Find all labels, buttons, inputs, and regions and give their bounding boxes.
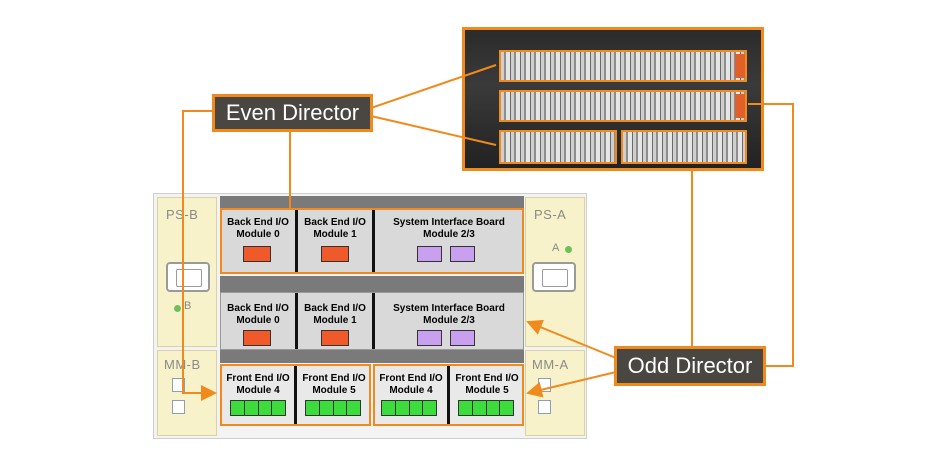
backend-port-1 xyxy=(321,330,349,346)
module-title: Back End I/O xyxy=(227,303,289,314)
backend-module-0-label: Back End I/O Module 0 xyxy=(222,217,294,241)
frontend-ports xyxy=(230,400,286,416)
backend-module-0-label: Back End I/O Module 0 xyxy=(222,303,294,327)
module-divider xyxy=(295,293,298,349)
sib-module-label: System Interface Board Module 2/3 xyxy=(376,303,522,327)
even-to-frontend-line xyxy=(182,110,217,401)
power-outlet-b xyxy=(166,262,210,292)
backend-module-1-label: Back End I/O Module 1 xyxy=(298,303,372,327)
backend-module-1-label: Back End I/O Module 1 xyxy=(298,217,372,241)
module-divider xyxy=(294,366,297,424)
photo-odd-slot xyxy=(499,90,747,122)
even-to-photo-line xyxy=(370,64,497,109)
sib-port-3 xyxy=(450,330,475,346)
photo-lower-left-slot xyxy=(499,130,617,164)
module-divider xyxy=(372,293,375,349)
module-number: Module 1 xyxy=(313,229,357,240)
module-number: Module 5 xyxy=(465,385,509,396)
module-title: System Interface Board xyxy=(393,217,505,228)
frontend-ports xyxy=(458,400,514,416)
hardware-photo xyxy=(462,27,764,171)
module-title: Front End I/O xyxy=(302,373,366,384)
module-number: Module 2/3 xyxy=(423,315,475,326)
sib-port-3 xyxy=(450,246,475,262)
module-divider xyxy=(447,366,450,424)
sib-module-label: System Interface Board Module 2/3 xyxy=(376,217,522,241)
module-title: Front End I/O xyxy=(226,373,290,384)
module-number: Module 0 xyxy=(236,315,280,326)
photo-lower-right-slot xyxy=(621,130,747,164)
photo-even-slot xyxy=(499,50,747,82)
chassis-separator xyxy=(220,276,524,292)
ps-b-label: PS-B xyxy=(166,207,199,222)
mm-b-port xyxy=(172,400,185,414)
ps-a-label: PS-A xyxy=(534,207,567,222)
chassis-separator xyxy=(220,196,524,208)
frontend-module-4-label: Front End I/O Module 4 xyxy=(221,373,295,397)
frontend-module-5-label: Front End I/O Module 5 xyxy=(450,373,524,397)
module-title: System Interface Board xyxy=(393,303,505,314)
mm-a-port xyxy=(538,400,551,414)
frontend-ports xyxy=(381,400,437,416)
module-number: Module 4 xyxy=(236,385,280,396)
backend-port-1 xyxy=(321,246,349,262)
status-led-a xyxy=(565,246,572,253)
frontend-ports xyxy=(305,400,361,416)
module-divider xyxy=(372,210,375,272)
module-title: Front End I/O xyxy=(379,373,443,384)
odd-to-photo-line xyxy=(748,103,794,367)
mm-b-port xyxy=(172,378,185,392)
module-number: Module 1 xyxy=(313,315,357,326)
module-number: Module 2/3 xyxy=(423,229,475,240)
frontend-module-5-label: Front End I/O Module 5 xyxy=(297,373,371,397)
photo-release-tab xyxy=(735,94,745,118)
chassis-separator xyxy=(220,350,524,363)
status-led-b xyxy=(174,305,181,312)
odd-to-frontend-line xyxy=(526,371,617,398)
module-title: Front End I/O xyxy=(455,373,519,384)
module-title: Back End I/O xyxy=(304,217,366,228)
led-b-label: B xyxy=(184,300,192,312)
backend-port-0 xyxy=(243,246,271,262)
led-a-label: A xyxy=(552,242,560,254)
sib-port-2 xyxy=(417,246,442,262)
module-number: Module 4 xyxy=(389,385,433,396)
photo-release-tab xyxy=(735,54,745,78)
module-number: Module 0 xyxy=(236,229,280,240)
module-divider xyxy=(295,210,298,272)
module-title: Back End I/O xyxy=(227,217,289,228)
sib-port-2 xyxy=(417,330,442,346)
power-outlet-a xyxy=(532,262,576,292)
module-number: Module 5 xyxy=(312,385,356,396)
even-director-callout: Even Director xyxy=(212,94,373,132)
odd-to-mid-bay-line xyxy=(526,319,617,359)
mm-a-label: MM-A xyxy=(532,357,569,372)
module-title: Back End I/O xyxy=(304,303,366,314)
backend-port-0 xyxy=(243,330,271,346)
frontend-module-4-label: Front End I/O Module 4 xyxy=(374,373,448,397)
odd-director-callout: Odd Director xyxy=(614,346,766,386)
even-to-photo-line xyxy=(370,115,497,146)
